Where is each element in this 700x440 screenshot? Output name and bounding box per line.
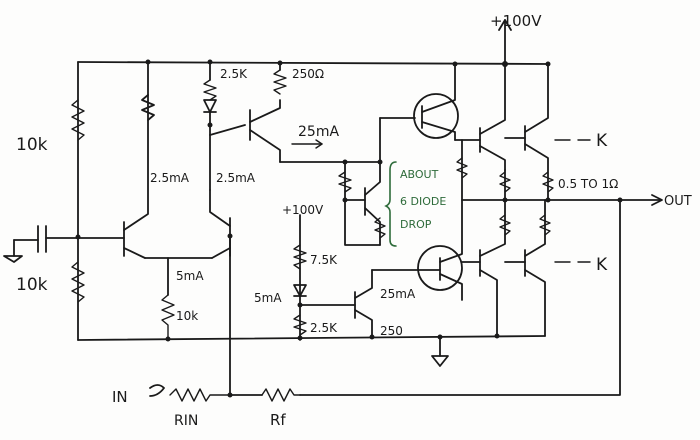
output-label: OUT <box>664 194 692 209</box>
differential-pair <box>123 61 246 396</box>
emitter-resistor-label: 0.5 TO 1Ω <box>558 177 618 191</box>
note-line-1: ABOUT <box>400 168 439 181</box>
output-node <box>299 194 663 396</box>
supply-top-label: +100V <box>490 12 542 30</box>
input-bias-divider <box>3 99 125 303</box>
input-label: IN <box>112 388 128 406</box>
tail-resistor-label: 10k <box>176 309 198 323</box>
r-250-top-label: 250Ω <box>292 67 324 81</box>
r-bottom-left-label: 10k <box>16 275 48 295</box>
r-f-label: Rf <box>270 411 286 429</box>
current-25ma-label: 25mA <box>298 124 339 140</box>
bottom-ground-rail <box>77 333 546 367</box>
output-stage-bottom <box>417 199 591 337</box>
r-250-bottom-label: 250 <box>380 324 403 338</box>
r-2p5k-bottom-label: 2.5K <box>310 321 338 335</box>
r-2p5k-top-label: 2.5K <box>220 67 248 81</box>
r-7p5k-label: 7.5K <box>310 253 338 267</box>
k-upper-label: K <box>596 131 608 151</box>
k-lower-label: K <box>596 255 608 275</box>
current-25ma-bottom-label: 25mA <box>380 287 416 301</box>
bias-spreader <box>338 117 416 247</box>
note-line-3: DROP <box>400 218 432 231</box>
current-mid-label: 2.5mA <box>216 171 256 185</box>
supply-mid-label: +100V <box>282 203 324 217</box>
note-line-2: 6 DIODE <box>400 195 446 208</box>
output-stage-top <box>413 63 591 201</box>
input-feedback-network <box>149 384 301 402</box>
current-left-label: 2.5mA <box>150 171 190 185</box>
r-in-label: RIN <box>174 413 198 429</box>
current-source <box>293 214 441 341</box>
bias-current-label: 5mA <box>254 291 282 305</box>
labels: +100V 10k 10k 2.5K 250Ω 25mA 2.5mA 2.5mA… <box>16 12 692 429</box>
vas-stage <box>249 62 381 163</box>
tail-current-label: 5mA <box>176 269 204 283</box>
r-top-left-label: 10k <box>16 135 48 155</box>
